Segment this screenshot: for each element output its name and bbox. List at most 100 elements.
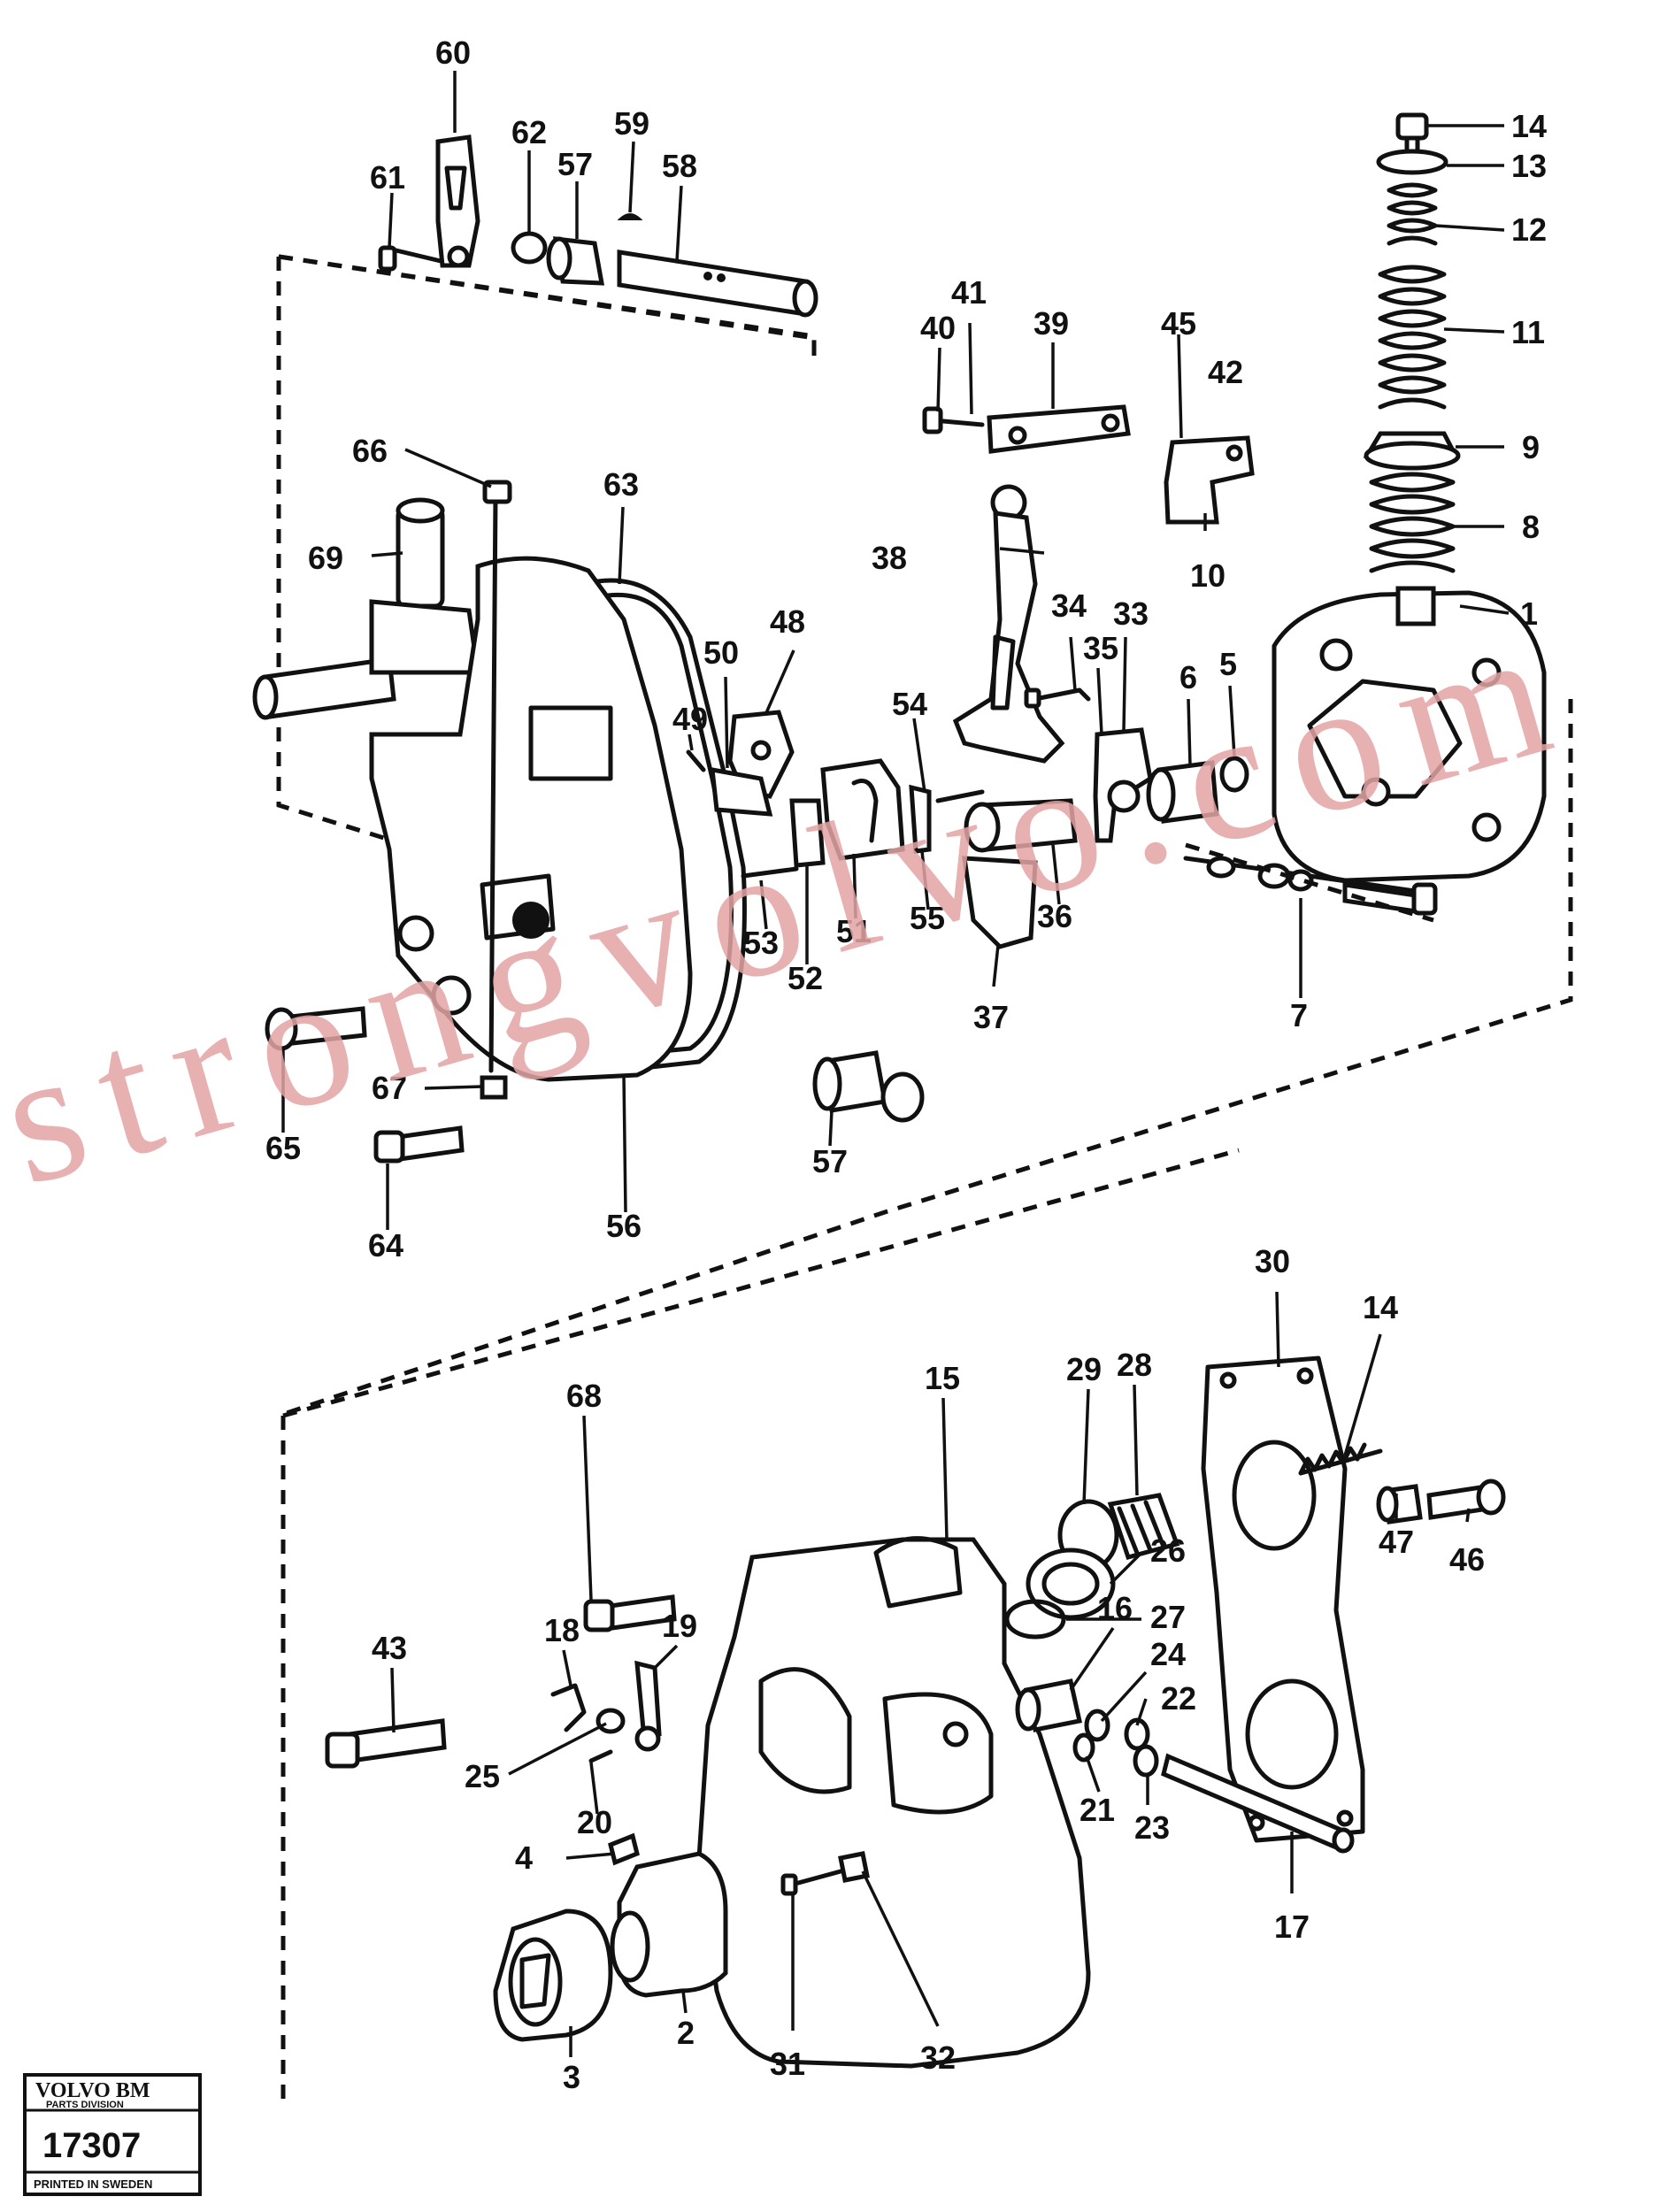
callout-53: 53 bbox=[743, 925, 779, 961]
callout-50: 50 bbox=[703, 634, 739, 671]
part-21-ring bbox=[1072, 1732, 1095, 1763]
part-54-screw bbox=[935, 789, 985, 803]
part-60-lever bbox=[435, 134, 480, 268]
part-upper-housing bbox=[369, 556, 693, 1082]
part-1-governor-housing bbox=[1272, 586, 1547, 883]
callout-18: 18 bbox=[544, 1612, 580, 1648]
stamp-printed: PRINTED IN SWEDEN bbox=[34, 2177, 152, 2191]
part-3-coupling bbox=[493, 1909, 613, 2042]
part-6-roller bbox=[1146, 760, 1219, 824]
part-17-shaft bbox=[1161, 1753, 1355, 1854]
callout-4: 4 bbox=[515, 1839, 533, 1876]
part-43-bolt bbox=[325, 1718, 447, 1769]
part-35-33-yoke bbox=[1093, 727, 1153, 843]
part-8-spring bbox=[1369, 472, 1456, 573]
upper-frame-outline bbox=[276, 254, 1573, 1418]
callout-48: 48 bbox=[770, 603, 805, 640]
part-34-spring-screw bbox=[1024, 687, 1091, 709]
part-7-bolt-assembly bbox=[1183, 856, 1438, 916]
callout-24: 24 bbox=[1150, 1636, 1186, 1672]
part-42-bracket bbox=[1164, 435, 1255, 525]
callout-41: 41 bbox=[951, 274, 987, 311]
callout-66: 66 bbox=[352, 433, 388, 469]
callout-59: 59 bbox=[614, 105, 649, 142]
callout-57b: 57 bbox=[812, 1143, 848, 1179]
part-19-lever bbox=[634, 1660, 662, 1752]
part-31-screw bbox=[780, 1869, 843, 1896]
callout-8: 8 bbox=[1522, 509, 1540, 545]
part-9-spring-seat bbox=[1363, 431, 1461, 471]
callout-15: 15 bbox=[925, 1360, 960, 1396]
part-65-screw bbox=[265, 1006, 367, 1051]
callout-65: 65 bbox=[265, 1130, 301, 1166]
part-52-plate bbox=[789, 798, 826, 868]
part-64-bolt bbox=[373, 1125, 465, 1164]
part-59-key bbox=[617, 213, 643, 220]
part-36-sleeve bbox=[964, 798, 1078, 853]
callout-61: 61 bbox=[370, 159, 405, 196]
stamp-brand: VOLVO BM bbox=[35, 2079, 150, 2102]
part-46-screw bbox=[1426, 1479, 1506, 1520]
callout-35: 35 bbox=[1083, 630, 1118, 666]
callout-7: 7 bbox=[1290, 997, 1308, 1033]
callout-52: 52 bbox=[788, 960, 823, 996]
stamp-number: 17307 bbox=[42, 2126, 141, 2165]
callout-22: 22 bbox=[1161, 1680, 1196, 1717]
callout-60: 60 bbox=[435, 35, 471, 71]
part-5-ring bbox=[1219, 756, 1249, 793]
callout-17: 17 bbox=[1274, 1909, 1310, 1945]
callout-39: 39 bbox=[1033, 305, 1069, 342]
callout-26: 26 bbox=[1150, 1532, 1186, 1569]
callout-49: 49 bbox=[672, 701, 708, 737]
callout-9: 9 bbox=[1522, 429, 1540, 465]
part-62-ring bbox=[511, 231, 548, 265]
part-11-large-spring bbox=[1378, 265, 1447, 410]
part-13-washer bbox=[1376, 149, 1448, 175]
part-57-bushing-lower bbox=[812, 1050, 925, 1123]
callout-31: 31 bbox=[770, 2046, 805, 2082]
callout-56: 56 bbox=[606, 1208, 642, 1244]
part-44-spring bbox=[1298, 1442, 1383, 1476]
part-69-inlet-fitting bbox=[252, 497, 480, 720]
lower-frame-outline bbox=[280, 1148, 1240, 2106]
callout-67: 67 bbox=[372, 1070, 407, 1106]
callout-27: 27 bbox=[1150, 1599, 1186, 1635]
part-2-hub bbox=[610, 1851, 728, 1998]
callout-16: 16 bbox=[1097, 1590, 1133, 1626]
callout-1: 1 bbox=[1520, 595, 1538, 632]
callout-2: 2 bbox=[677, 2015, 695, 2051]
callout-55: 55 bbox=[910, 900, 945, 936]
callout-14b: 14 bbox=[1363, 1289, 1398, 1325]
part-23-washer bbox=[1133, 1744, 1159, 1778]
part-58-shaft bbox=[617, 250, 818, 318]
callout-34: 34 bbox=[1051, 588, 1087, 624]
part-12-small-spring bbox=[1387, 182, 1438, 246]
callout-5: 5 bbox=[1219, 646, 1237, 682]
callout-21: 21 bbox=[1080, 1792, 1115, 1828]
callout-12: 12 bbox=[1511, 211, 1547, 248]
callout-46: 46 bbox=[1449, 1541, 1485, 1578]
volvo-bm-stamp: VOLVO BM PARTS DIVISION 17307 PRINTED IN… bbox=[23, 2073, 202, 2196]
part-24-ring bbox=[1084, 1709, 1110, 1742]
part-20-screw bbox=[588, 1749, 613, 1763]
callout-43: 43 bbox=[372, 1630, 407, 1666]
part-16-sleeve bbox=[1015, 1678, 1082, 1732]
callout-13: 13 bbox=[1511, 148, 1547, 184]
part-27-gasket-ring bbox=[1004, 1599, 1066, 1640]
callout-38: 38 bbox=[872, 540, 907, 576]
callout-14: 14 bbox=[1511, 108, 1547, 144]
part-57-bushing-top bbox=[546, 236, 605, 286]
part-66-long-screw bbox=[482, 480, 512, 1073]
part-50-lever bbox=[710, 766, 773, 817]
part-18-spring-clip bbox=[550, 1683, 587, 1732]
part-51-bracket bbox=[820, 758, 905, 861]
part-32-clip bbox=[838, 1851, 870, 1883]
callout-36: 36 bbox=[1037, 898, 1072, 934]
callout-19: 19 bbox=[662, 1608, 697, 1644]
callout-11: 11 bbox=[1511, 314, 1545, 350]
part-15-lower-housing bbox=[696, 1536, 1091, 2069]
callout-58: 58 bbox=[662, 148, 697, 184]
assembly-7-bracket bbox=[1185, 842, 1434, 923]
